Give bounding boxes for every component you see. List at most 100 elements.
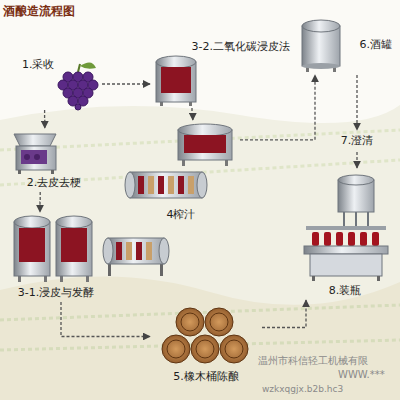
storage-tank — [302, 20, 340, 32]
bottling-machine — [344, 212, 368, 226]
flow-arrow — [102, 83, 150, 84]
destemmer-machine — [51, 170, 54, 174]
oak-barrels — [196, 340, 214, 358]
press-tank — [184, 135, 226, 153]
bottling-machine — [360, 232, 367, 246]
bottling-machine — [338, 175, 374, 185]
bottling-machine — [304, 175, 388, 281]
flow-arrow — [191, 108, 193, 120]
process-step: 8.装瓶 — [295, 168, 395, 300]
grape-cluster — [78, 64, 80, 72]
fermentation-tanks — [14, 222, 50, 276]
step-label: 1.采收 — [22, 58, 55, 72]
press-tank — [138, 176, 144, 194]
grape-cluster — [80, 62, 96, 68]
oak-barrels — [162, 335, 190, 363]
destemmer-machine — [21, 150, 47, 164]
wine-press — [136, 242, 142, 260]
destemmer-machine — [14, 134, 56, 174]
press-tank — [188, 176, 194, 194]
step-label: 6.酒罐 — [360, 38, 393, 52]
vineyard-background — [0, 105, 400, 400]
wine-press — [159, 238, 169, 264]
process-step: 4榨汁 — [122, 120, 240, 224]
flow-arrow — [356, 75, 357, 130]
step-label: 8.装瓶 — [329, 284, 362, 298]
oak-barrels — [176, 308, 204, 336]
diagram-title: 酒酿造流程图 — [3, 3, 75, 20]
bottling-machine — [312, 276, 315, 281]
co2-tank — [156, 56, 196, 106]
fermentation-tanks — [56, 222, 92, 276]
press-tank — [158, 176, 164, 194]
oak-barrels — [210, 313, 228, 331]
fermentation-tanks — [14, 216, 50, 228]
wine-press — [108, 238, 164, 264]
destemmer-machine — [14, 134, 56, 146]
flow-arrow — [39, 192, 41, 212]
oak-barrels — [191, 335, 219, 363]
oak-barrels — [181, 313, 199, 331]
wine-press — [103, 238, 113, 264]
watermark: wzkxqgjx.b2b.hc3 — [262, 384, 343, 394]
process-step: 7.澄清 — [326, 130, 388, 152]
process-step: 3-2.二氧化碳浸皮法 — [150, 40, 290, 108]
wine-press — [103, 238, 169, 276]
press-tank — [178, 176, 184, 194]
press-tank — [130, 172, 202, 198]
storage-tank — [302, 63, 340, 69]
wine-press — [146, 242, 152, 260]
destemmer-machine — [16, 146, 56, 170]
vineyard-background — [0, 276, 400, 400]
bottling-machine — [336, 232, 343, 246]
process-step: 6.酒罐 — [298, 15, 396, 75]
destemmer-machine — [24, 154, 30, 160]
oak-barrels — [220, 335, 248, 363]
fermentation-tanks — [56, 216, 92, 228]
wine-press — [126, 242, 132, 260]
oak-barrels — [225, 340, 243, 358]
flow-arrow — [262, 300, 306, 328]
bottling-machine — [372, 232, 379, 246]
step-label: 7.澄清 — [341, 134, 374, 148]
step-label: 3-1.浸皮与发酵 — [18, 286, 94, 300]
bottling-machine — [348, 232, 355, 246]
press-tank — [125, 172, 135, 198]
watermark: 温州市科信轻工机械有限 — [258, 354, 368, 368]
press-tank — [148, 176, 154, 194]
bottling-machine — [304, 246, 388, 254]
bottling-machine — [310, 254, 382, 276]
wine-press — [116, 242, 122, 260]
fermentation-tanks — [14, 216, 92, 282]
step-label: 3-2.二氧化碳浸皮法 — [192, 40, 290, 54]
grape-cluster — [58, 62, 98, 110]
bottling-machine — [377, 276, 380, 281]
fermentation-tanks — [19, 228, 45, 262]
destemmer-machine — [34, 154, 40, 160]
flow-arrow — [240, 75, 315, 140]
press-tank — [178, 124, 232, 136]
watermark: WWW.*** — [338, 369, 385, 380]
storage-tank — [302, 20, 340, 72]
bottling-machine — [312, 232, 319, 246]
bottling-machine — [324, 232, 331, 246]
bottling-machine — [306, 226, 386, 230]
step-label: 4榨汁 — [167, 208, 196, 222]
oak-barrels — [167, 340, 185, 358]
press-tank — [125, 124, 232, 198]
fermentation-tanks — [61, 228, 87, 262]
flow-arrow — [44, 110, 46, 128]
oak-barrels — [162, 308, 248, 363]
co2-tank — [161, 67, 191, 93]
process-step: 3-1.浸皮与发酵 — [6, 212, 106, 302]
oak-barrels — [205, 308, 233, 336]
grape-cluster — [75, 104, 81, 110]
press-tank — [168, 176, 174, 194]
destemmer-machine — [18, 170, 21, 174]
co2-tank — [156, 56, 196, 68]
